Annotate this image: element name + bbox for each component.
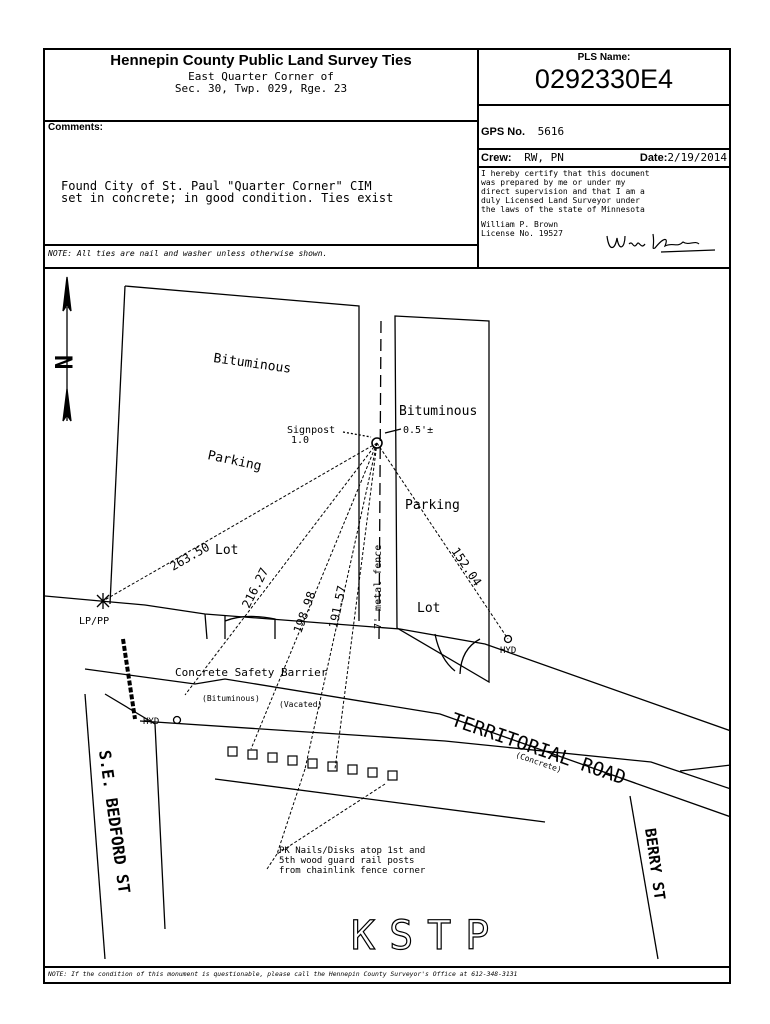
north-label: N [49,355,77,369]
note-bottom: NOTE: If the condition of this monument … [48,970,518,978]
certification: I hereby certify that this document was … [481,169,650,238]
pls-label: PLS Name: [577,52,631,63]
signpost-distance: 1.0 [291,435,309,446]
fence-label: 7' metal fence [373,545,384,629]
crew-value: RW, PN [524,151,564,164]
label-parking-west: Parking [206,448,263,474]
comments-line-1: Found City of St. Paul "Quarter Corner" … [61,179,372,193]
bituminous-paren: (Bituminous) [202,694,260,703]
label-bituminous-west: Bituminous [212,351,292,377]
pk-note: PK Nails/Disks atop 1st and [279,846,425,856]
tie-distance: 263.50 [168,540,213,574]
surveyor-name: William P. Brown [481,220,559,229]
monument-icon [371,437,383,449]
rule [45,244,477,246]
barrier-label: Concrete Safety Barrier [175,666,328,679]
berry-street: BERRY ST [641,827,669,901]
pk-note: 5th wood guard rail posts [279,856,414,866]
cert-line: the laws of the state of Minnesota [481,205,645,214]
gps-label: GPS No. [481,126,526,138]
rule [477,166,731,168]
comments-label: Comments: [48,122,104,133]
tie-distance: 198.98 [291,589,319,635]
title: Hennepin County Public Land Survey Ties [110,52,412,69]
pls-value: 0292330E4 [534,64,674,94]
tie-distance: 191.57 [326,584,349,629]
cert-line: was prepared by me or under my [481,178,626,187]
lp-label: LP/PP [79,616,109,627]
gps-value: 5616 [537,125,565,138]
rule [45,966,731,968]
subtitle-1: East Quarter Corner of [188,70,334,83]
light-pole-icon [96,593,110,609]
label-lot-west: Lot [215,543,238,558]
note-top: NOTE: All ties are nail and washer unles… [48,249,328,258]
rule [45,120,477,122]
signature [606,233,716,253]
rule [45,267,731,269]
hyd-label: HYD [143,717,159,727]
label-parking-east: Parking [405,498,460,513]
hydrant-icon [172,715,182,725]
crew-label: Crew: [481,152,512,164]
date-label: Date: [639,152,668,164]
rule [477,148,731,150]
date-value: 2/19/2014 [667,151,727,164]
signpost-label: Signpost [287,425,335,436]
hydrant-icon [503,634,513,644]
subtitle-2: Sec. 30, Twp. 029, Rge. 23 [174,82,348,95]
tie-distance: 152.04 [449,545,485,589]
license-number: License No. 19527 [481,229,563,238]
north-arrow-icon [62,276,72,312]
label-bituminous-east: Bituminous [399,404,477,419]
cert-line: duly Licensed Land Surveyor under [481,196,640,205]
offset-label: 0.5'± [403,425,433,436]
territorial-road: TERRITORIAL ROAD [448,709,628,789]
hyd-label: HYD [500,646,516,656]
label-lot-east: Lot [417,601,440,616]
kstp-label: KSTP [351,913,503,959]
rule [477,104,731,106]
pk-note: from chainlink fence corner [279,866,426,876]
comments-line-2: set in concrete; in good condition. Ties… [61,191,394,205]
cert-line: I hereby certify that this document [481,169,650,178]
cert-line: direct supervision and that I am a [481,187,645,196]
header-divider [477,50,479,269]
vacated-label: (Vacated) [279,700,322,709]
survey-sheet: Hennepin County Public Land Survey Ties … [43,48,731,984]
bedford-street: S.E. BEDFORD ST [95,749,134,895]
survey-map: Bituminous Parking Lot Bituminous Parkin… [45,276,731,960]
